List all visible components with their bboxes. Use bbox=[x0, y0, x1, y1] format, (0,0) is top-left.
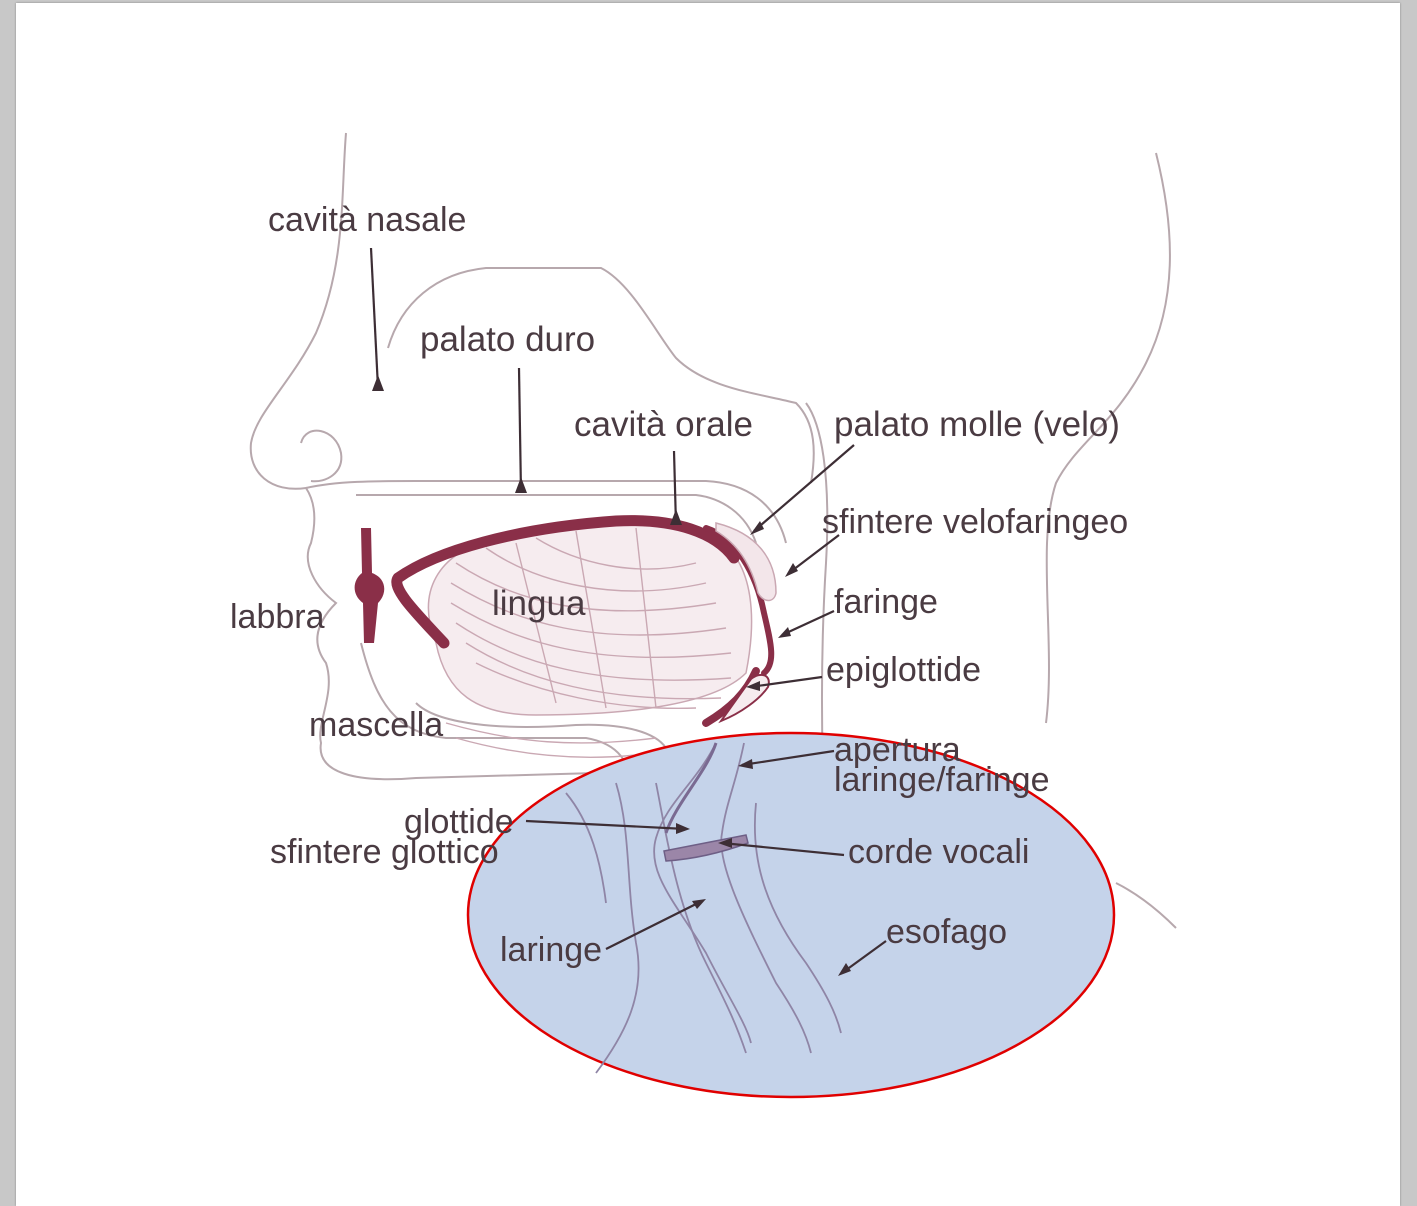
arrow-cavita-nasale bbox=[371, 248, 378, 388]
arrow-palato-duro bbox=[519, 368, 521, 493]
neck-right-outline bbox=[1116, 883, 1176, 928]
tongue-body bbox=[429, 523, 752, 715]
label-sfintere-glottico: sfintere glottico bbox=[270, 833, 499, 871]
label-mascella: mascella bbox=[309, 706, 443, 744]
label-laringe: laringe bbox=[500, 931, 602, 969]
label-palato-molle: palato molle (velo) bbox=[834, 405, 1120, 444]
label-sfintere-velofaringeo: sfintere velofaringeo bbox=[822, 503, 1128, 541]
document-page: cavità nasale palato duro cavità orale p… bbox=[16, 3, 1400, 1206]
label-palato-duro: palato duro bbox=[420, 320, 595, 359]
arrow-faringe bbox=[782, 611, 834, 635]
label-faringe: faringe bbox=[834, 583, 938, 621]
anatomy-diagram: cavità nasale palato duro cavità orale p… bbox=[16, 3, 1400, 1206]
label-cavita-nasale: cavità nasale bbox=[268, 201, 466, 239]
label-apertura-line2: laringe/faringe bbox=[834, 761, 1049, 799]
label-labbra: labbra bbox=[230, 598, 325, 636]
label-epiglottide: epiglottide bbox=[826, 651, 981, 689]
lips-shape bbox=[355, 528, 385, 643]
label-cavita-orale: cavità orale bbox=[574, 405, 753, 444]
nostril-outline bbox=[301, 431, 341, 482]
nasal-cavity-outline bbox=[388, 268, 814, 483]
label-corde-vocali: corde vocali bbox=[848, 833, 1029, 871]
label-lingua: lingua bbox=[492, 584, 586, 623]
label-esofago: esofago bbox=[886, 913, 1007, 951]
